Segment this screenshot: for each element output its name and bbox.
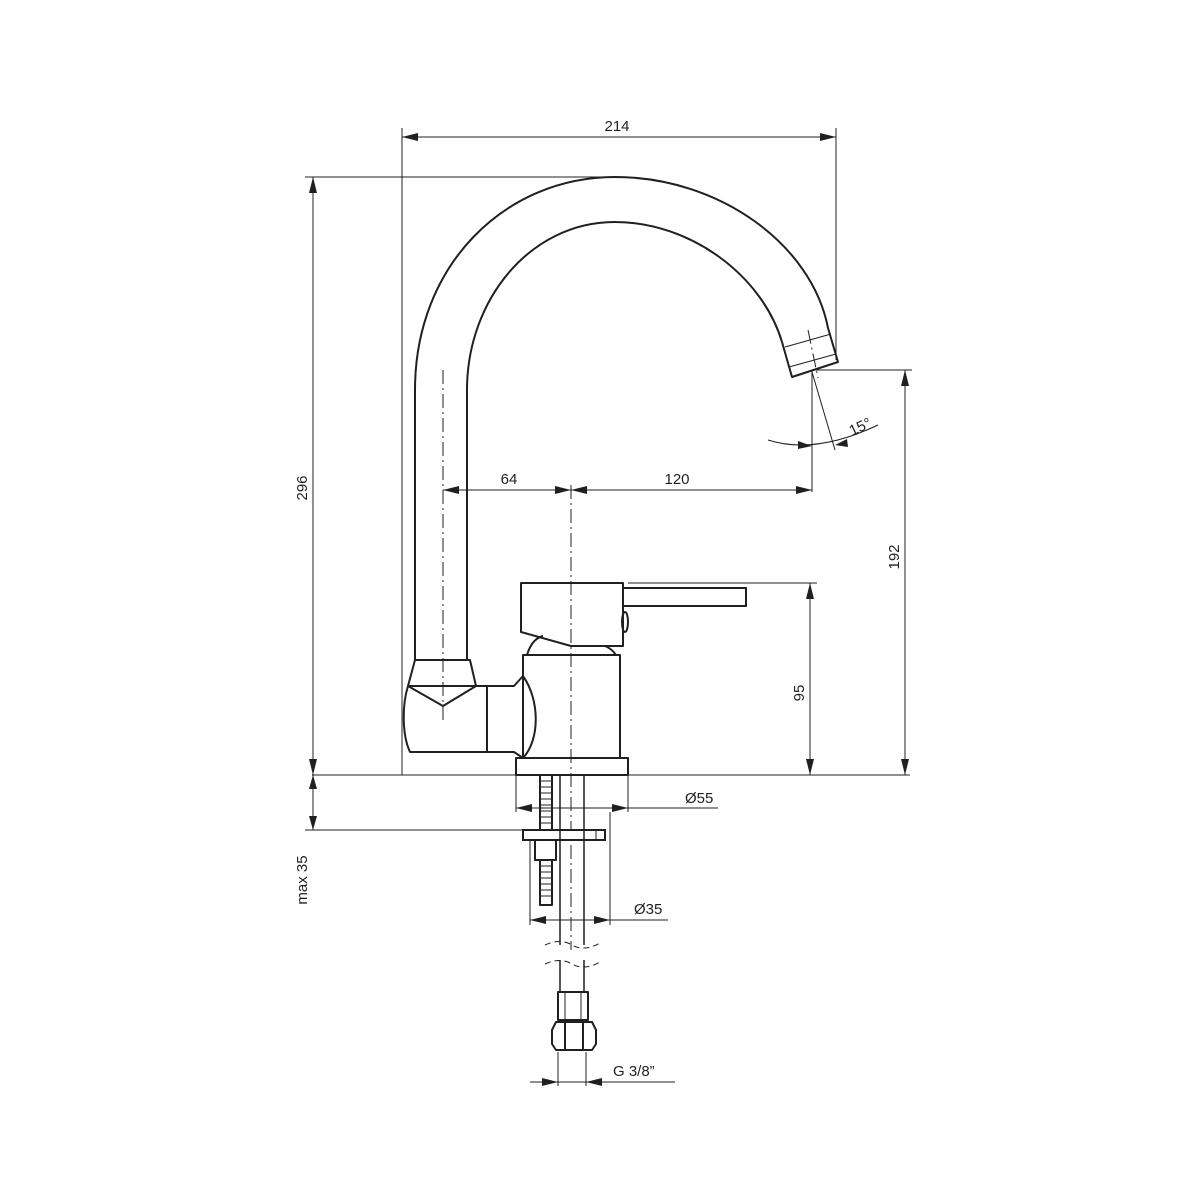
dim-overall-height: 296 bbox=[294, 475, 311, 500]
aerator-bands bbox=[784, 333, 837, 368]
dim-lever-height: 95 bbox=[791, 685, 808, 702]
swivel-body bbox=[402, 685, 488, 753]
hose-nut-hex bbox=[551, 1021, 597, 1051]
swivel-connector bbox=[487, 675, 537, 759]
hose-ferrule bbox=[557, 991, 589, 1021]
dim-outlet-height: 192 bbox=[886, 544, 903, 569]
faucet-outline bbox=[402, 176, 839, 950]
dim-base-diameter: Ø55 bbox=[685, 790, 713, 807]
spout-inner-edge bbox=[466, 221, 783, 660]
aerator-centerline bbox=[807, 329, 819, 379]
spout-collar bbox=[407, 659, 477, 707]
mounting-hardware bbox=[522, 774, 606, 1051]
stud-thread-lower bbox=[540, 865, 552, 897]
spout-outer-edge bbox=[414, 176, 829, 660]
dim-connection-thread: G 3/8” bbox=[613, 1063, 655, 1080]
stud-thread bbox=[540, 780, 552, 824]
dim-overall-width: 214 bbox=[604, 118, 629, 135]
threaded-stud-lower bbox=[539, 859, 553, 906]
lever-block bbox=[520, 582, 624, 647]
lever-handle[interactable] bbox=[622, 587, 747, 607]
dim-max-counter-thickness: max 35 bbox=[294, 855, 311, 904]
base-plate bbox=[515, 757, 629, 776]
supply-hose bbox=[559, 775, 585, 992]
dim-center-to-outlet: 120 bbox=[664, 471, 689, 488]
mounting-nut bbox=[534, 839, 557, 861]
dimension-lines: 214 296 192 95 64 120 15° Ø55 bbox=[294, 118, 912, 1086]
break-line bbox=[544, 941, 601, 968]
dim-hole-diameter: Ø35 bbox=[634, 901, 662, 918]
dim-spout-to-center: 64 bbox=[501, 471, 518, 488]
lever-screw bbox=[621, 611, 629, 633]
mounting-washer bbox=[522, 829, 606, 841]
threaded-stud bbox=[539, 774, 553, 831]
